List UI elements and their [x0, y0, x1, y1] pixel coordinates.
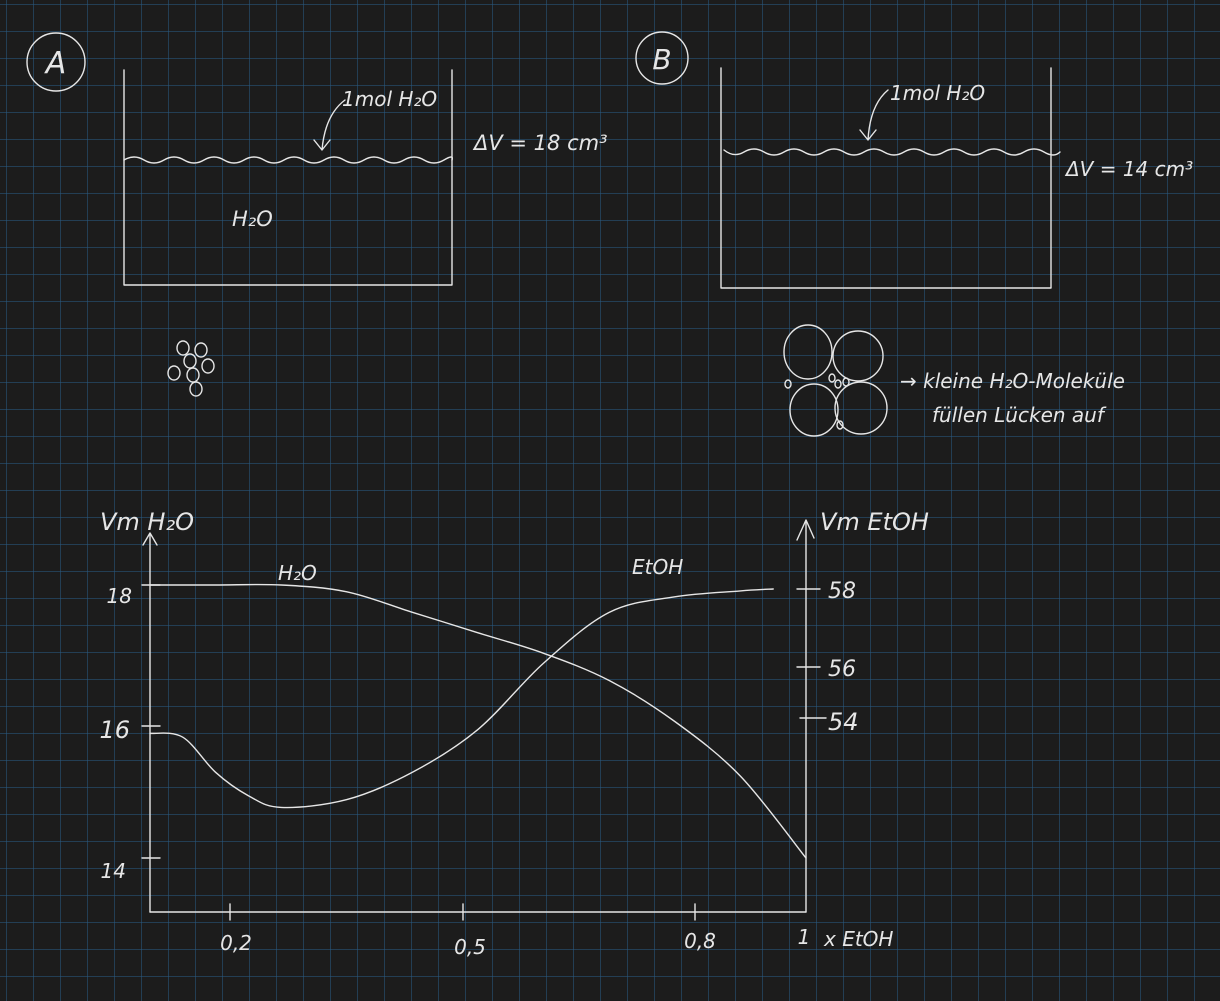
panel-b: B 1mol H₂O ΔV = 14 cm³ → kleine H₂O-Mole… [635, 31, 1193, 437]
series-line-h2o [149, 583, 807, 859]
beaker-a [123, 69, 453, 286]
y-right-tick-label: 58 [828, 579, 856, 604]
panel-b-marker-circle [635, 31, 689, 85]
delta-v-a: ΔV = 18 cm³ [472, 131, 608, 155]
y-left-tick-label: 16 [99, 716, 130, 744]
arrow-a [313, 99, 346, 151]
note-line-2: füllen Lücken auf [932, 403, 1107, 427]
note-line-1: → kleine H₂O-Moleküle [900, 369, 1125, 393]
x-tick-label: 0,2 [220, 931, 252, 955]
small-molecules-cluster [167, 340, 215, 397]
panel-b-marker: B [652, 43, 671, 76]
y-right-label: Vm EtOH [820, 508, 929, 536]
left-axis-arrow [142, 532, 158, 546]
series-line-etoh [149, 588, 774, 809]
y-right-tick-label: 54 [828, 708, 859, 736]
arrow-b [859, 89, 889, 141]
series-group [149, 583, 807, 859]
chart: Vm H₂O Vm EtOH x EtOH 0,2 0,5 0,8 1 18 1… [99, 508, 928, 959]
liquid-label-a: H₂O [232, 207, 273, 231]
panel-a: A 1mol H₂O H₂O ΔV = 18 cm³ [26, 32, 608, 397]
liquid-surface-a [123, 156, 454, 164]
y-left-tick-label: 14 [101, 859, 126, 883]
y-right-tick-label: 56 [828, 657, 856, 682]
y-left-tick-label: 18 [107, 584, 132, 608]
delta-v-b: ΔV = 14 cm³ [1064, 157, 1193, 181]
large-molecules-cluster [783, 324, 888, 437]
x-axis-label: x EtOH [823, 927, 893, 951]
series-label-etoh: EtOH [632, 555, 683, 579]
y-left-label: Vm H₂O [100, 508, 194, 536]
arrow-a-label: 1mol H₂O [342, 87, 437, 111]
arrow-b-label: 1mol H₂O [890, 81, 985, 105]
panel-a-marker: A [44, 46, 67, 81]
panel-a-marker-circle [26, 32, 86, 92]
series-label-h2o: H₂O [278, 561, 317, 585]
beaker-b [720, 67, 1052, 289]
x-tick-label: 1 [798, 925, 811, 949]
right-axis-arrow [796, 519, 815, 541]
liquid-surface-b [723, 148, 1061, 156]
x-tick-label: 0,5 [454, 935, 486, 959]
x-tick-label: 0,8 [684, 929, 716, 953]
